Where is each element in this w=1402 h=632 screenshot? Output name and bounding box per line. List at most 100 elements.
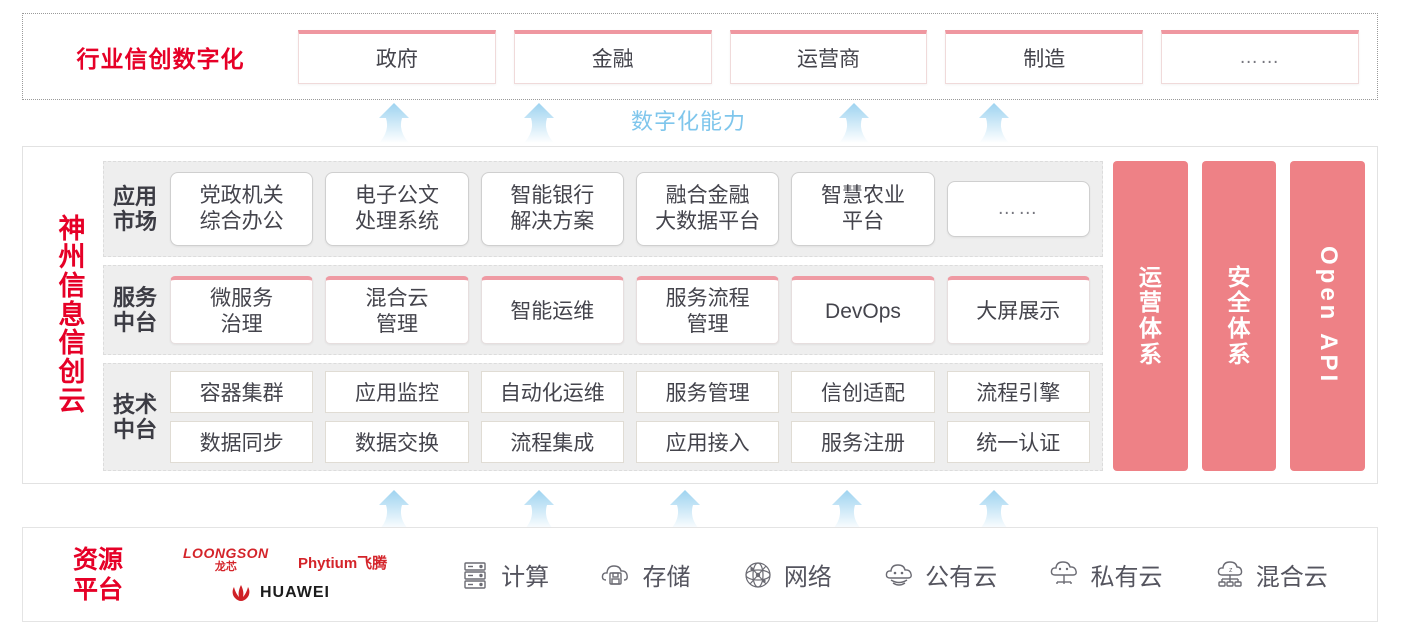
app-card-integrated-finance-bigdata[interactable]: 融合金融 大数据平台: [635, 172, 780, 246]
svc-card-intelligent-operations[interactable]: 智能运维: [480, 276, 624, 344]
tech-card-automated-operations[interactable]: 自动化运维: [480, 371, 624, 413]
network-mesh-icon: [741, 558, 775, 592]
tech-card-application-monitoring[interactable]: 应用监控: [325, 371, 469, 413]
card-line: 混合云: [365, 286, 429, 310]
tech-card-process-integration[interactable]: 流程集成: [480, 421, 624, 463]
card-line: 融合金融: [665, 184, 750, 208]
card-line: 处理系统: [354, 210, 439, 233]
up-arrow-icon: [516, 103, 562, 143]
pillar-operation-system[interactable]: 运 营 体 系: [1113, 161, 1188, 471]
tech-card-process-engine[interactable]: 流程引擎: [946, 371, 1090, 413]
resource-item-list: 计算 存储: [423, 557, 1377, 592]
tech-card-service-management[interactable]: 服务管理: [635, 371, 780, 413]
row-label-line: 技术: [112, 391, 157, 417]
pillar-open-api-label: Open API: [1315, 246, 1343, 386]
tech-card-xinchuang-adaptation[interactable]: 信创适配: [791, 371, 935, 413]
tech-card-container-cluster[interactable]: 容器集群: [170, 371, 314, 413]
tech-card-data-exchange[interactable]: 数据交换: [325, 421, 469, 463]
pillar-security-system[interactable]: 安 全 体 系: [1201, 161, 1277, 471]
pillar-char: 营: [1138, 289, 1162, 316]
card-line: 智慧农业: [820, 184, 905, 208]
cloud-pillars: 运 营 体 系 安 全 体 系 Open API: [1113, 161, 1366, 471]
card-line: 管理: [375, 312, 418, 336]
up-arrow-icon: [971, 103, 1017, 143]
card-line: 解决方案: [510, 210, 595, 233]
resource-item-label: 计算: [501, 564, 550, 591]
svc-card-large-screen-display[interactable]: 大屏展示: [946, 276, 1090, 344]
up-arrow-icon: [371, 490, 417, 530]
pillar-char: 体: [1227, 315, 1251, 341]
svc-card-hybrid-cloud-management[interactable]: 混合云 管理: [325, 276, 469, 344]
row-label-line: 市场: [112, 209, 157, 234]
svc-card-devops[interactable]: DevOps: [791, 276, 935, 344]
row-label-line: 服务: [112, 284, 157, 310]
tech-card-data-sync[interactable]: 数据同步: [170, 421, 314, 463]
loongson-logo-en: LOONGSON: [183, 544, 269, 561]
cloud-title-char: 州: [58, 242, 86, 273]
resource-item-storage[interactable]: 存储: [599, 557, 690, 592]
card-line: DevOps: [825, 299, 901, 323]
resource-item-network[interactable]: 网络: [741, 557, 832, 592]
up-arrow-icon: [662, 490, 708, 530]
resource-item-compute[interactable]: 计算: [458, 557, 549, 592]
resource-item-label: 混合云: [1255, 564, 1328, 591]
industry-card-operator[interactable]: 运营商: [729, 29, 928, 84]
row-label-line: 中台: [112, 310, 157, 335]
card-line: 电子公文: [354, 184, 439, 208]
card-line: 大数据平台: [655, 210, 761, 233]
up-arrow-icon: [371, 103, 417, 143]
resource-platform-panel: 资源 平台 LOONGSON 龙芯 Phytium飞腾 HUAWEI: [22, 527, 1378, 622]
row-label-line: 中台: [112, 417, 157, 442]
capability-label: 数字化能力: [631, 109, 747, 134]
resource-item-public-cloud[interactable]: 公有云: [882, 557, 997, 592]
resource-title-line: 资源: [72, 545, 123, 574]
card-line: 平台: [841, 210, 884, 233]
app-card-smart-bank-solution[interactable]: 智能银行 解决方案: [480, 172, 624, 246]
row-application-market: 应用 市场 党政机关 综合办公 电子公文 处理系统 智能银行 解决方案 融合金融: [103, 161, 1103, 257]
app-card-more[interactable]: ……: [946, 181, 1090, 237]
svc-card-service-process-management[interactable]: 服务流程 管理: [635, 276, 780, 344]
huawei-logo: HUAWEI: [228, 584, 330, 602]
pillar-char: 全: [1227, 289, 1251, 316]
pillar-char: 系: [1138, 340, 1162, 367]
tech-card-application-access[interactable]: 应用接入: [635, 421, 780, 463]
industry-card-government[interactable]: 政府: [298, 29, 496, 84]
row-label-line: 应用: [112, 183, 157, 209]
card-line: ……: [997, 198, 1040, 220]
technical-platform-row-2: 数据同步 数据交换 流程集成 应用接入 服务注册 统一认证: [170, 421, 1090, 463]
application-market-card-list: 党政机关 综合办公 电子公文 处理系统 智能银行 解决方案 融合金融 大数据平台…: [166, 172, 1102, 246]
row-label-technical-middle-platform: 技术 中台: [104, 392, 166, 443]
tech-card-unified-authentication[interactable]: 统一认证: [946, 421, 1090, 463]
app-card-electronic-document-system[interactable]: 电子公文 处理系统: [325, 172, 469, 246]
app-card-party-government-office[interactable]: 党政机关 综合办公: [170, 172, 314, 246]
pillar-open-api[interactable]: Open API: [1290, 161, 1366, 471]
cloud-title-char: 息: [58, 299, 86, 330]
card-line: 微服务: [210, 286, 274, 310]
industry-card-manufacturing[interactable]: 制造: [945, 29, 1144, 84]
loongson-logo: LOONGSON 龙芯: [183, 546, 269, 574]
industry-card-more[interactable]: ……: [1161, 29, 1359, 84]
resource-item-private-cloud[interactable]: 私有云: [1047, 557, 1162, 592]
card-line: 智能运维: [510, 299, 595, 323]
card-line: 综合办公: [199, 210, 284, 233]
pillar-char: 体: [1138, 315, 1162, 341]
hybrid-cloud-icon: z: [1213, 558, 1247, 592]
industry-band: 行业信创数字化 政府 金融 运营商 制造 ……: [22, 13, 1378, 100]
industry-card-finance[interactable]: 金融: [513, 29, 712, 84]
up-arrow-icon: [971, 490, 1017, 530]
resource-item-hybrid-cloud[interactable]: z 混合云: [1213, 557, 1328, 592]
technical-platform-card-grid: 容器集群 应用监控 自动化运维 服务管理 信创适配 流程引擎 数据同步 数据交换…: [166, 371, 1102, 463]
resource-item-label: 存储: [642, 564, 691, 591]
phytium-logo: Phytium飞腾: [298, 554, 388, 572]
loongson-logo-cn: 龙芯: [214, 560, 237, 573]
app-card-smart-agriculture-platform[interactable]: 智慧农业 平台: [791, 172, 935, 246]
up-arrow-icon: [516, 490, 562, 530]
svc-card-microservice-governance[interactable]: 微服务 治理: [170, 276, 314, 344]
cloud-storage-icon: [599, 558, 633, 592]
tech-card-service-registration[interactable]: 服务注册: [791, 421, 935, 463]
row-label-application-market: 应用 市场: [104, 184, 166, 235]
technical-platform-row-1: 容器集群 应用监控 自动化运维 服务管理 信创适配 流程引擎: [170, 371, 1090, 413]
resource-arrow-strip-lower: [0, 486, 1402, 530]
cloud-title-char: 信: [58, 271, 86, 302]
pillar-char: 安: [1227, 263, 1251, 290]
